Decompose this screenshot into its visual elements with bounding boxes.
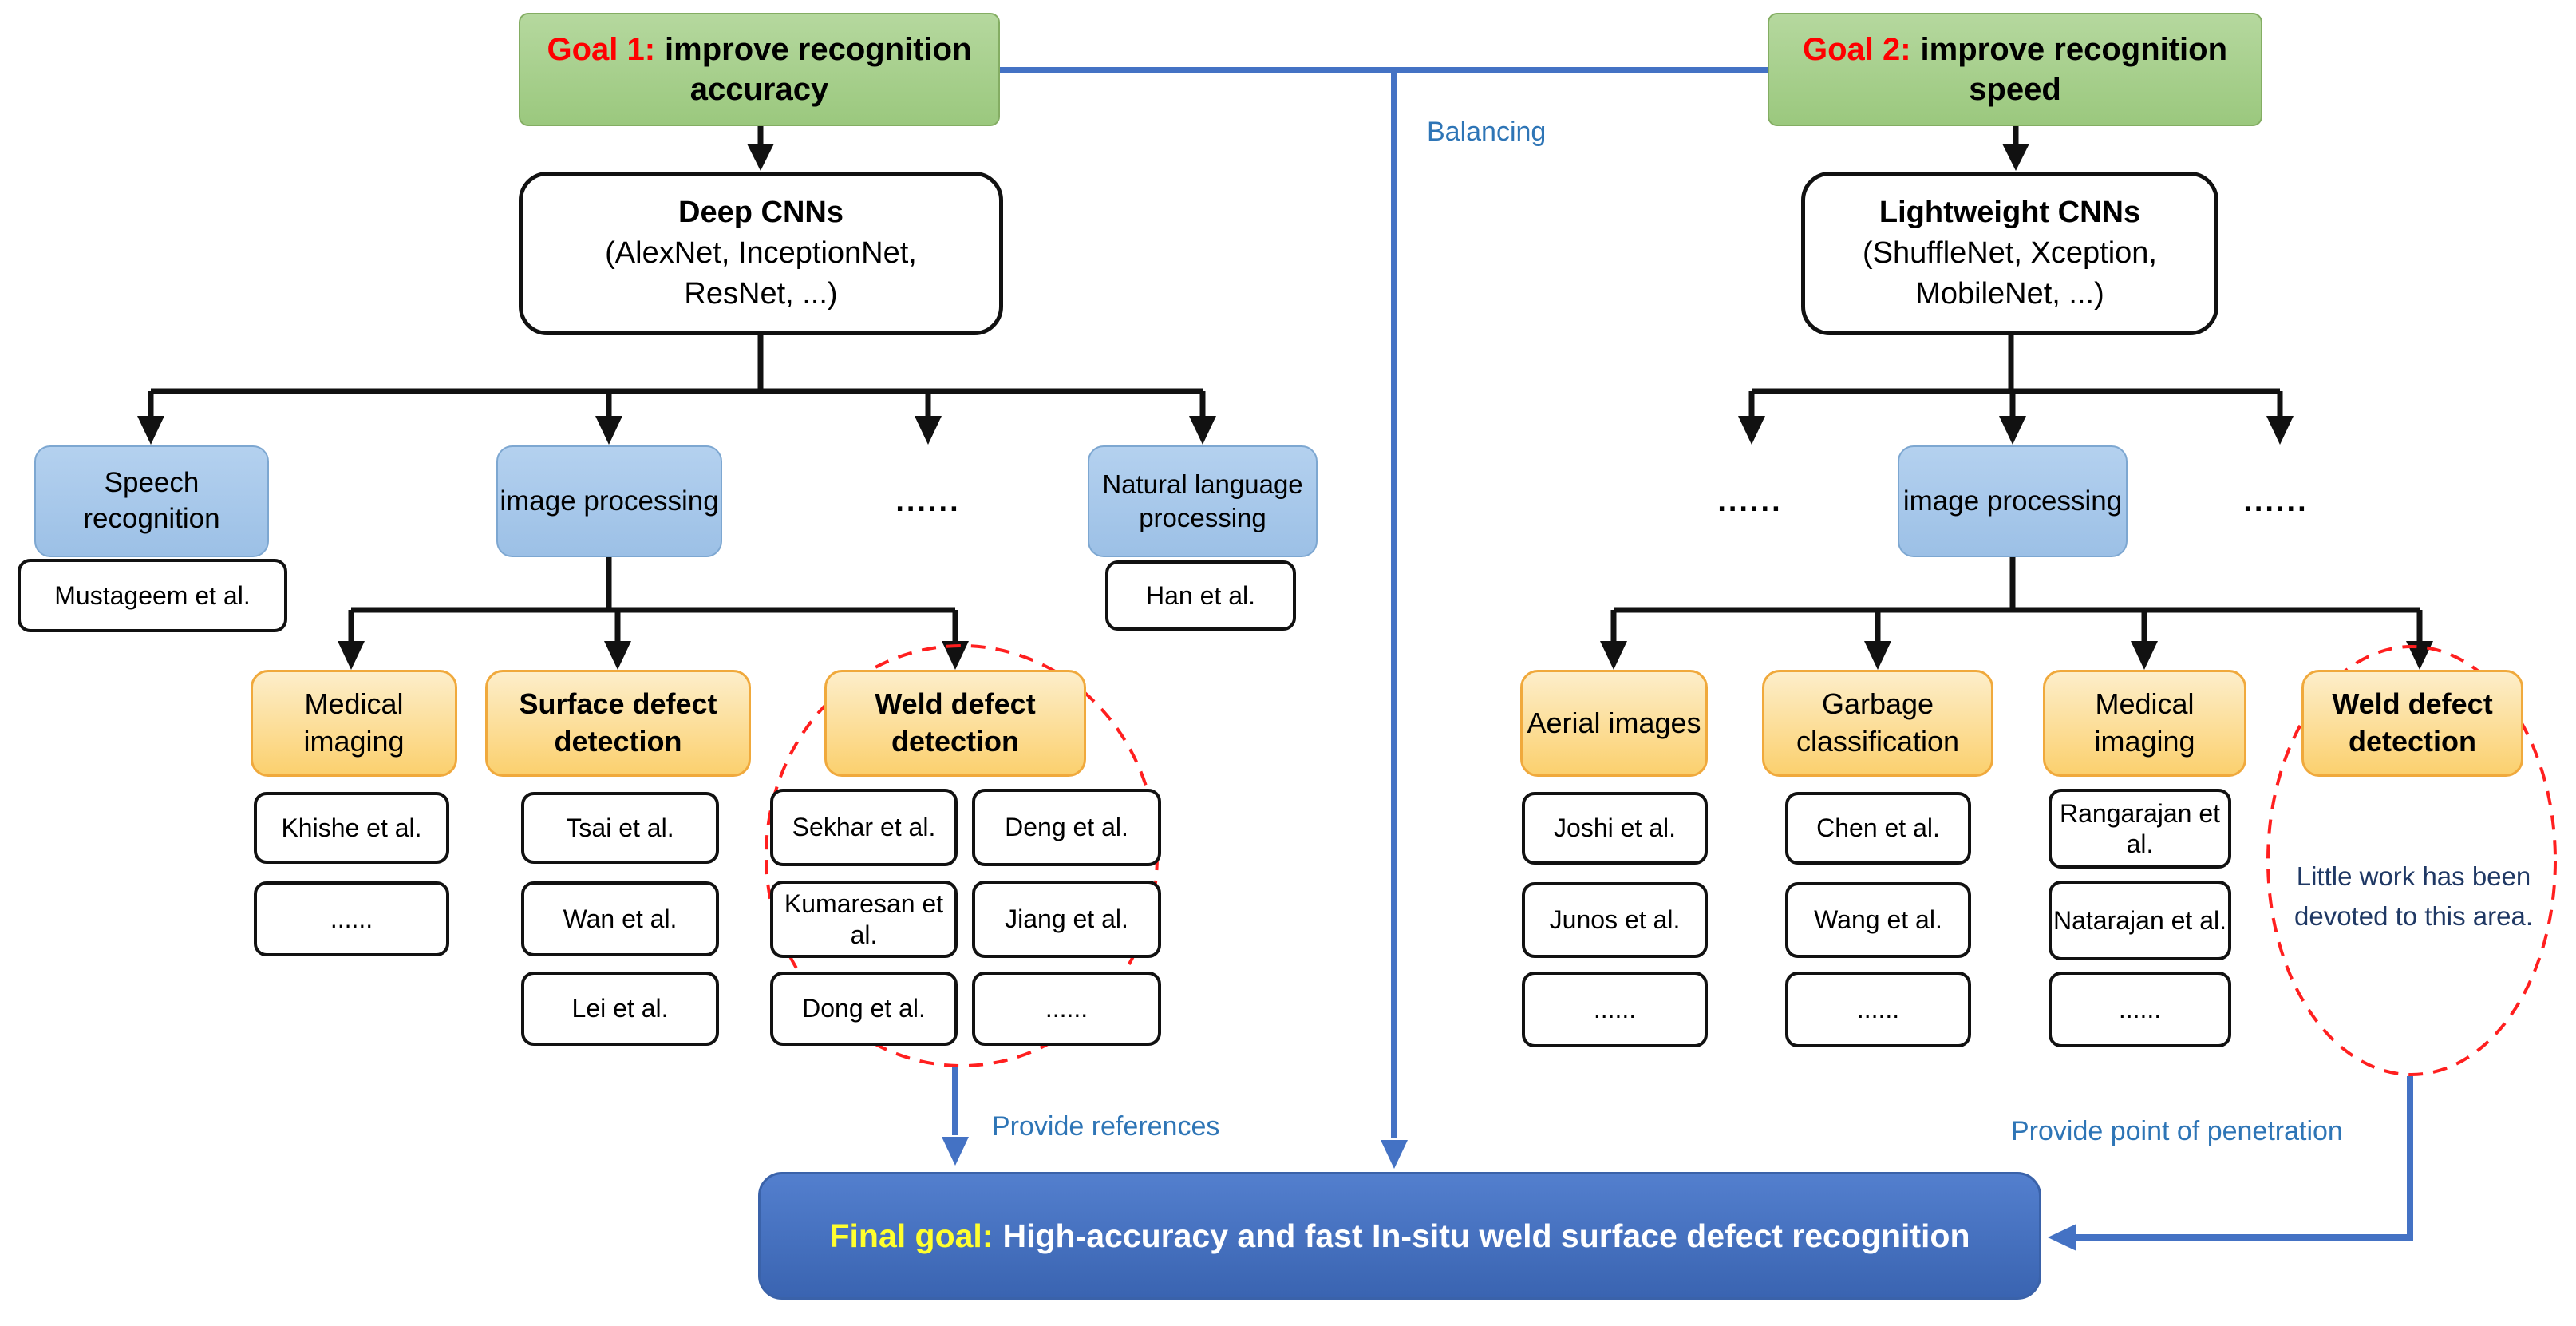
blue-connectors [952,67,2413,1241]
goal2-prefix: Goal 2: [1802,32,1911,67]
medical-ref-box: ...... [254,881,449,956]
surface-defect-node: Surface defect detection [485,670,751,777]
speech-ref-box: Mustageem et al. [18,559,287,632]
aerial-images-node: Aerial images [1520,670,1708,777]
balancing-label: Balancing [1427,117,1547,147]
provide-penetration-label: Provide point of penetration [2011,1116,2343,1146]
right-weld-defect-node: Weld defect detection [2301,670,2523,777]
provide-references-label: Provide references [992,1111,1220,1142]
aerial-ref-box: Junos et al. [1522,882,1708,958]
black-tree-connectors [148,126,2423,643]
right-ellipsis-left: ...... [1717,484,1783,518]
deep-cnns-node: Deep CNNs (AlexNet, InceptionNet, ResNet… [519,172,1003,335]
weld-ref-box: Sekhar et al. [770,789,958,866]
lightweight-cnns-title: Lightweight CNNs [1879,195,2141,229]
blue-arrowheads [942,1137,2076,1251]
weld-ref-box: Deng et al. [972,789,1161,866]
weld-ref-box: Jiang et al. [972,881,1161,958]
right-weld-highlight-ellipse [2266,645,2557,1076]
deep-cnns-subtitle: (AlexNet, InceptionNet, ResNet, ...) [605,236,917,311]
lightweight-cnns-subtitle: (ShuffleNet, Xception, MobileNet, ...) [1863,236,2157,311]
surface-ref-box: Lei et al. [521,972,719,1046]
speech-recognition-node: Speech recognition [34,445,269,557]
weld-ref-box: ...... [972,972,1161,1046]
weld-ref-box: Kumaresan et al. [770,881,958,958]
final-goal-node: Final goal:High-accuracy and fast In-sit… [758,1172,2041,1300]
nlp-node: Natural language processing [1088,445,1318,557]
right-image-processing-node: image processing [1898,445,2128,557]
medical-right-ref-box: Rangarajan et al. [2049,789,2231,869]
surface-ref-box: Tsai et al. [521,792,719,864]
left-ellipsis: ...... [895,484,961,518]
medical-right-ref-box: Natarajan et al. [2049,881,2231,960]
left-image-processing-node: image processing [496,445,722,557]
deep-cnns-title: Deep CNNs [678,195,844,229]
goal1-text: improve recognition accuracy [665,32,972,107]
left-weld-defect-node: Weld defect detection [824,670,1086,777]
garbage-ref-box: ...... [1785,972,1971,1047]
goal2-node: Goal 2: improve recognition speed [1768,13,2262,126]
lightweight-cnns-node: Lightweight CNNs (ShuffleNet, Xception, … [1801,172,2218,335]
medical-right-ref-box: ...... [2049,972,2231,1047]
little-work-note: Little work has been devoted to this are… [2294,861,2534,931]
goal1-prefix: Goal 1: [547,32,656,67]
right-ellipsis-right: ...... [2243,484,2309,518]
garbage-ref-box: Wang et al. [1785,882,1971,958]
garbage-classification-node: Garbage classification [1762,670,1993,777]
garbage-ref-box: Chen et al. [1785,792,1971,865]
nlp-ref-box: Han et al. [1105,560,1296,631]
surface-ref-box: Wan et al. [521,881,719,956]
goal2-text: improve recognition speed [1920,32,2228,107]
right-medical-imaging-node: Medical imaging [2043,670,2246,777]
black-arrowheads [137,144,2433,670]
final-goal-text: High-accuracy and fast In-situ weld surf… [1002,1217,1970,1254]
final-goal-prefix: Final goal: [829,1217,994,1254]
aerial-ref-box: ...... [1522,972,1708,1047]
left-medical-imaging-node: Medical imaging [251,670,457,777]
weld-ref-box: Dong et al. [770,972,958,1046]
medical-ref-box: Khishe et al. [254,792,449,864]
goal1-node: Goal 1: improve recognition accuracy [519,13,1000,126]
aerial-ref-box: Joshi et al. [1522,792,1708,865]
